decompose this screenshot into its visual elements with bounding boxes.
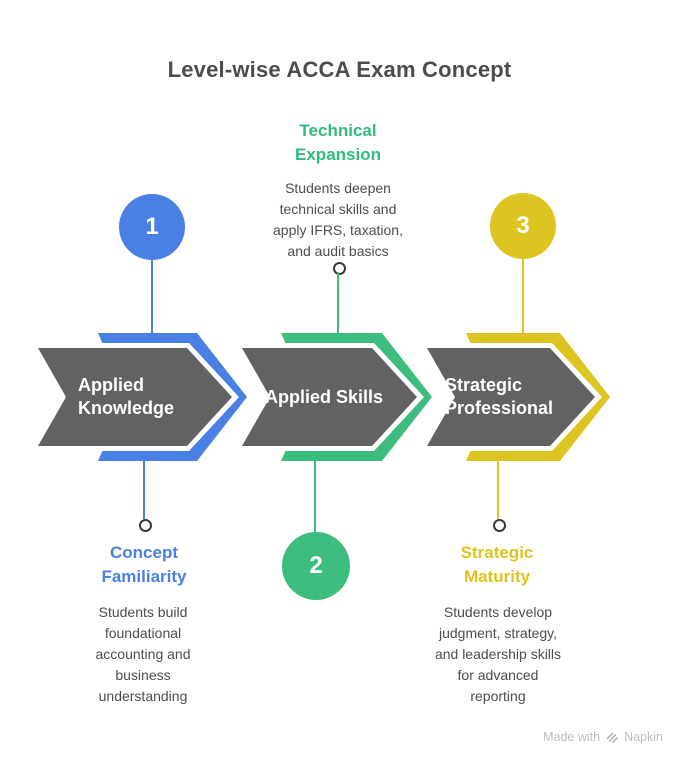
connector-line-step1-bottom	[143, 461, 145, 519]
step-label-strategic-professional: Strategic Professional	[445, 375, 554, 418]
connector-dot-step3-bottom	[493, 519, 506, 532]
connector-line-step2-bottom	[314, 461, 316, 533]
callout-title-concept-familiarity: Concept Familiarity	[101, 543, 187, 586]
brand-name: Napkin	[624, 730, 663, 744]
connector-line-step2-top	[337, 272, 339, 334]
connector-dot-step1-bottom	[139, 519, 152, 532]
connector-dot-step2-top	[333, 262, 346, 275]
step-circle-1: 1	[119, 194, 185, 260]
callout-title-strategic-maturity: Strategic Maturity	[460, 543, 534, 586]
callout-description-strategic-maturity: Students develop judgment, strategy, and…	[434, 604, 562, 704]
made-with-label: Made with	[543, 730, 601, 744]
step-number-1: 1	[145, 213, 159, 240]
step-circle-3: 3	[490, 193, 556, 259]
callout-description-concept-familiarity: Students build foundational accounting a…	[95, 604, 191, 704]
napkin-logo-icon	[605, 730, 619, 744]
step-circle-2: 2	[282, 532, 350, 600]
step-label-applied-skills: Applied Skills	[264, 387, 384, 407]
connector-line-step3-top	[522, 259, 524, 335]
page-title: Level-wise ACCA Exam Concept	[167, 57, 512, 82]
step-label-applied-knowledge: Applied Knowledge	[78, 375, 175, 418]
connector-line-step3-bottom	[497, 461, 499, 519]
step-number-3: 3	[516, 212, 530, 239]
callout-description-technical-expansion: Students deepen technical skills and app…	[273, 180, 403, 259]
footer-credit: Made with Napkin	[543, 730, 663, 744]
connector-line-step1-top	[151, 260, 153, 335]
callout-title-technical-expansion: Technical Expansion	[295, 121, 381, 164]
step-number-2: 2	[309, 552, 323, 579]
